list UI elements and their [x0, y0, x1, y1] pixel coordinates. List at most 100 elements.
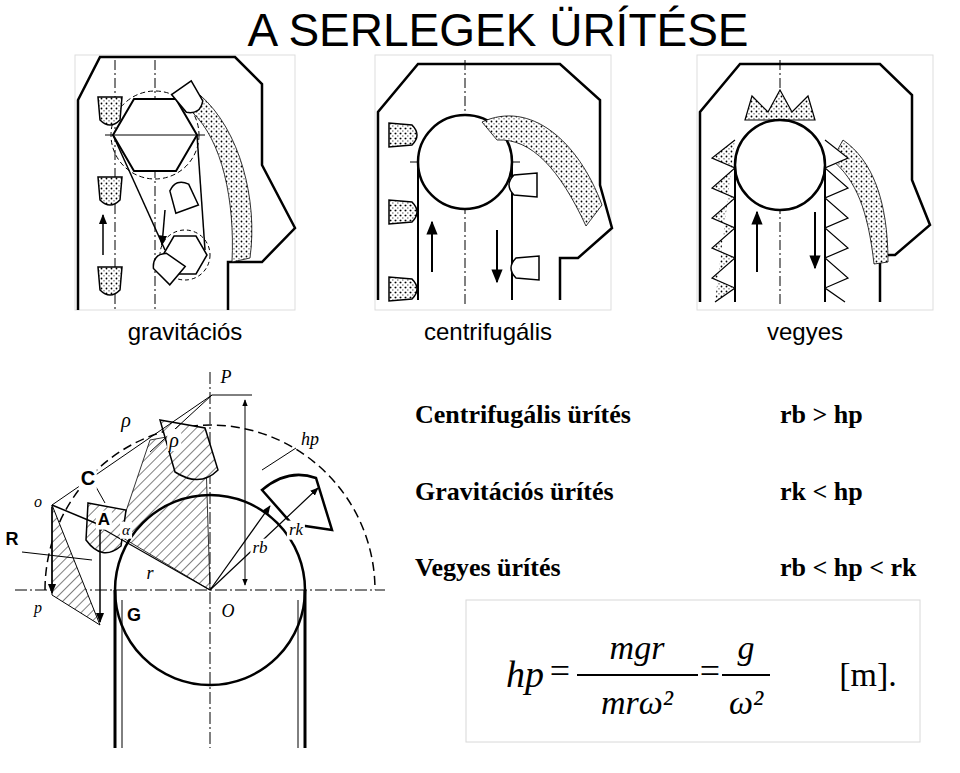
gravity-discharge-figure-part — [172, 81, 208, 118]
formula-sign: = — [700, 652, 720, 692]
formula-frame-part — [466, 600, 920, 742]
rule-condition: rb < hp < rk — [780, 554, 917, 583]
gravity-discharge-figure-part — [192, 95, 252, 262]
mixed-discharge-figure-part — [735, 120, 825, 210]
centrifugal-discharge-figure — [375, 55, 612, 310]
mixed-discharge-figure-part — [734, 165, 736, 302]
force-diagram-part — [262, 448, 296, 470]
gravity-discharge-figure — [75, 55, 295, 310]
gravity-discharge-figure-part — [105, 135, 205, 136]
mixed-discharge-figure-part — [825, 140, 848, 302]
pole-distance-label: hp — [299, 430, 321, 450]
centrifugal-discharge-figure-part — [417, 162, 419, 300]
force-diagram-part — [52, 505, 100, 525]
force-diagram-part — [210, 488, 318, 590]
point-label: o — [32, 493, 44, 511]
force-diagram-part — [210, 372, 211, 748]
centrifugal-discharge-figure-part-part — [389, 200, 417, 224]
centrifugal-discharge-figure-part-part — [511, 256, 539, 280]
force-diagram-part — [304, 590, 307, 748]
centrifugal-discharge-figure-part-part — [389, 277, 417, 301]
centrifugal-discharge-figure-part — [375, 55, 611, 310]
mixed-discharge-figure-part — [756, 212, 758, 272]
mixed-discharge-figure-part — [824, 165, 826, 302]
formula-unit: [m]. — [839, 656, 897, 693]
gravity-discharge-figure-part-part — [166, 179, 198, 214]
figure-caption: gravitációs — [128, 319, 243, 345]
force-label: G — [125, 606, 143, 626]
centrifugal-discharge-figure-part — [378, 64, 612, 300]
force-diagram-part — [52, 395, 212, 505]
formula-frame — [466, 600, 920, 742]
gravity-discharge-figure-part — [102, 215, 104, 255]
rule-condition: rb > hp — [780, 401, 863, 430]
centrifugal-discharge-figure-part — [389, 200, 417, 224]
force-diagram-part — [122, 600, 123, 748]
radius-label: rk — [287, 521, 305, 540]
centrifugal-discharge-figure-part — [431, 222, 433, 272]
force-diagram-part — [114, 590, 117, 748]
gravity-discharge-figure-part — [166, 179, 198, 214]
gravity-discharge-figure-part-part — [98, 267, 122, 295]
rule-name: Centrifugális ürítés — [415, 401, 631, 430]
force-diagram-part — [22, 552, 92, 560]
centrifugal-discharge-figure-part-part — [509, 173, 537, 197]
rule-name: Gravitációs ürítés — [415, 478, 614, 507]
point-label: P — [219, 368, 234, 388]
point-label: O — [220, 602, 237, 622]
force-diagram-part — [210, 506, 270, 590]
gravity-discharge-figure-part-part — [98, 177, 122, 205]
radius-label: ρ — [119, 409, 133, 431]
formula-denominator: ω² — [729, 684, 763, 721]
force-label: R — [4, 530, 21, 550]
centrifugal-discharge-figure-part — [389, 123, 417, 147]
formula-numerator: mgr — [610, 629, 665, 666]
force-diagram-part — [52, 505, 100, 625]
gravity-discharge-figure-part — [155, 60, 156, 310]
gravity-discharge-figure-part-part — [98, 97, 122, 125]
rule-name: Vegyes ürítés — [415, 554, 561, 583]
gravity-discharge-figure-part — [98, 97, 122, 125]
gravity-discharge-figure-part — [75, 55, 295, 310]
mixed-discharge-figure-part — [697, 55, 933, 310]
mixed-discharge-figure-part — [712, 140, 735, 302]
mixed-discharge-figure-part — [814, 212, 816, 268]
gravity-discharge-figure-part — [162, 210, 165, 245]
mixed-discharge-figure-part — [700, 64, 930, 302]
force-diagram-part — [150, 395, 212, 452]
centrifugal-discharge-figure-part — [511, 256, 539, 280]
formula-denominator: mrω² — [601, 684, 673, 721]
rule-condition: rk < hp — [780, 478, 863, 507]
mixed-discharge-figure — [697, 55, 933, 310]
point-label: p — [32, 599, 44, 617]
formula-sign: = — [550, 652, 570, 692]
radius-label: rb — [250, 539, 269, 558]
formula-term: hp — [506, 654, 544, 696]
force-diagram-part — [298, 600, 299, 748]
force-diagram — [15, 372, 385, 748]
centrifugal-discharge-figure-part-part — [389, 123, 417, 147]
centrifugal-discharge-figure-part — [509, 173, 537, 197]
formula-frame-part — [577, 674, 698, 676]
gravity-discharge-figure-part — [197, 135, 205, 250]
radius-label: r — [144, 564, 155, 584]
centrifugal-discharge-figure-part — [389, 277, 417, 301]
gravity-discharge-figure-part — [98, 177, 122, 205]
page-title: A SERLEGEK ÜRÍTÉSE — [247, 5, 748, 56]
radius-label: ρ — [167, 429, 181, 451]
gravity-discharge-figure-part — [148, 248, 185, 284]
gravity-discharge-figure-part — [78, 57, 295, 310]
figure-caption: vegyes — [767, 319, 843, 345]
force-diagram-part — [96, 525, 210, 590]
gravity-discharge-figure-part-part — [172, 81, 208, 118]
force-diagram-part — [160, 420, 218, 480]
force-label: C — [79, 467, 97, 489]
formula-numerator: g — [738, 629, 755, 666]
force-diagram-part — [96, 487, 105, 503]
gravity-discharge-figure-part-part — [148, 248, 185, 284]
angle-label: α — [120, 522, 132, 539]
point-label: A — [96, 511, 112, 530]
figure-caption: centrifugális — [424, 319, 552, 345]
